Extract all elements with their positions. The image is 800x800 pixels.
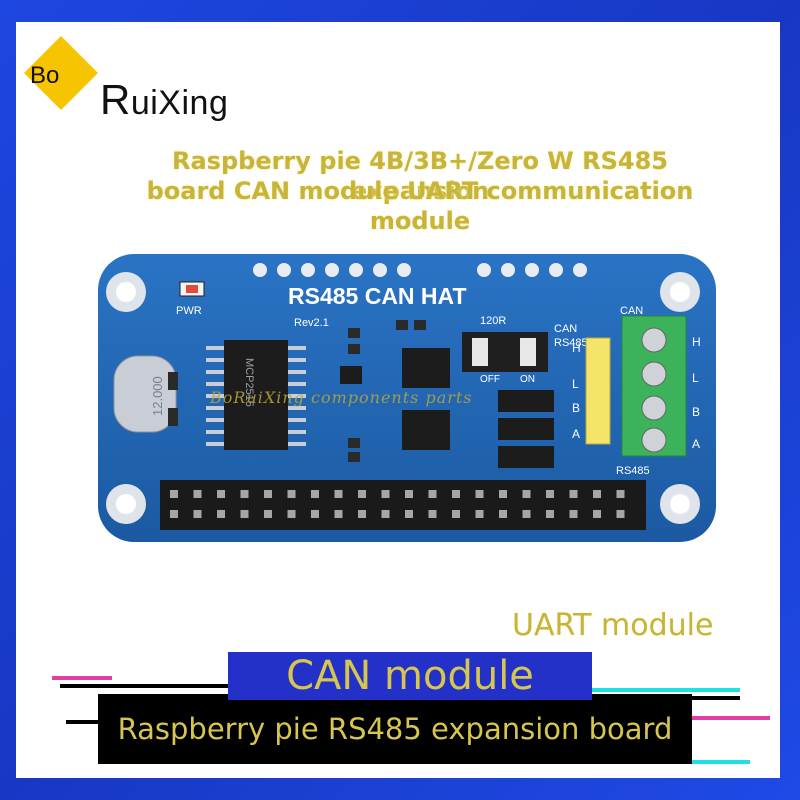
switch-off-label: OFF	[480, 374, 500, 385]
pin-header-yellow	[585, 337, 611, 445]
can-module-label: CAN module	[286, 653, 534, 699]
gpio-pin	[358, 510, 366, 518]
uart-module-label: UART module	[512, 608, 714, 643]
gpio-pin	[616, 490, 625, 498]
switch-rs485-label: RS485	[554, 337, 588, 349]
crystal-label: 12.000	[150, 376, 165, 416]
resistor-label: 120R	[480, 315, 506, 327]
gpio-pin	[546, 490, 554, 498]
terminal-b-label: B	[692, 405, 700, 419]
gpio-pin	[475, 510, 484, 518]
gpio-pin	[217, 510, 225, 518]
watermark-text: BoRuiXing components parts	[210, 388, 473, 407]
gpio-pin	[522, 510, 531, 518]
gpio-pin	[475, 490, 484, 498]
gpio-pin	[569, 490, 578, 498]
headline-line-1: Raspberry pie 4B/3B+/Zero W RS485 expans…	[172, 147, 668, 205]
gpio-pin	[569, 510, 578, 518]
glitch-bar	[690, 716, 770, 720]
gpio-pin	[193, 490, 202, 498]
gpio-pin	[240, 510, 249, 518]
pin-label-a: A	[572, 427, 580, 441]
terminal-a-label: A	[692, 437, 700, 451]
expansion-board-label: Raspberry pie RS485 expansion board	[117, 712, 673, 746]
logo-bo-text: Bo	[30, 62, 60, 89]
gpio-pin	[240, 490, 249, 498]
gpio-pin	[287, 490, 296, 498]
gpio-pin	[287, 510, 296, 518]
gpio-pin	[593, 490, 601, 498]
gpio-pin	[593, 510, 601, 518]
glitch-bar	[60, 684, 230, 688]
glitch-bar	[590, 688, 740, 692]
gpio-pin	[311, 510, 319, 518]
gpio-pin	[499, 490, 507, 498]
gpio-pin	[334, 490, 343, 498]
gpio-pin	[170, 510, 178, 518]
terminal-l-label: L	[692, 371, 699, 385]
can-controller-chip	[224, 340, 288, 450]
pin-label-l: L	[572, 377, 579, 391]
glitch-bar	[66, 720, 106, 724]
caption-band	[98, 694, 692, 764]
board-revision: Rev2.1	[294, 317, 329, 329]
gpio-pin	[452, 510, 460, 518]
gpio-pin	[616, 510, 625, 518]
logo-diamond-icon	[24, 36, 98, 110]
gpio-pin	[311, 490, 319, 498]
top-pads	[253, 263, 587, 277]
glitch-bar	[690, 760, 750, 764]
pwr-label: PWR	[176, 305, 202, 317]
can-transceiver-chip	[402, 410, 450, 450]
gpio-pin	[193, 510, 202, 518]
pin-label-b: B	[572, 401, 580, 415]
rs485-can-hat-board: PWR RS485 CAN HAT Rev2.1 12.000 MCP2515 …	[98, 254, 716, 542]
gpio-pin	[170, 490, 178, 498]
gpio-pin	[264, 490, 272, 498]
headline-line-2: board CAN module UART communication modu…	[146, 177, 694, 235]
gpio-pin	[381, 490, 390, 498]
chip-label: MCP2515	[243, 358, 255, 407]
mounting-holes	[106, 272, 700, 524]
terminal-rs485-label: RS485	[616, 465, 650, 477]
gpio-pin	[452, 490, 460, 498]
logo-brand-name: RuiXing	[100, 76, 229, 123]
gpio-pin	[428, 510, 437, 518]
terminal-h-label: H	[692, 335, 701, 349]
gpio-header	[160, 480, 646, 530]
gpio-pin	[217, 490, 225, 498]
gpio-pin	[358, 490, 366, 498]
pcb-body	[98, 254, 716, 542]
gpio-pin	[381, 510, 390, 518]
gpio-pin	[546, 510, 554, 518]
rs485-transceiver-chip	[402, 348, 450, 388]
switch-on-label: ON	[520, 374, 535, 385]
glitch-bar	[52, 676, 112, 680]
can-module-bar	[228, 652, 592, 700]
gpio-pin	[499, 510, 507, 518]
gpio-pin	[334, 510, 343, 518]
gpio-pin	[264, 510, 272, 518]
board-title: RS485 CAN HAT	[288, 283, 467, 309]
gpio-pin	[522, 490, 531, 498]
gpio-pin	[405, 490, 413, 498]
terminal-can-label: CAN	[620, 305, 643, 317]
gpio-pin	[428, 490, 437, 498]
gpio-pin	[405, 510, 413, 518]
pin-label-h: H	[572, 341, 581, 355]
switch-can-label: CAN	[554, 323, 577, 335]
